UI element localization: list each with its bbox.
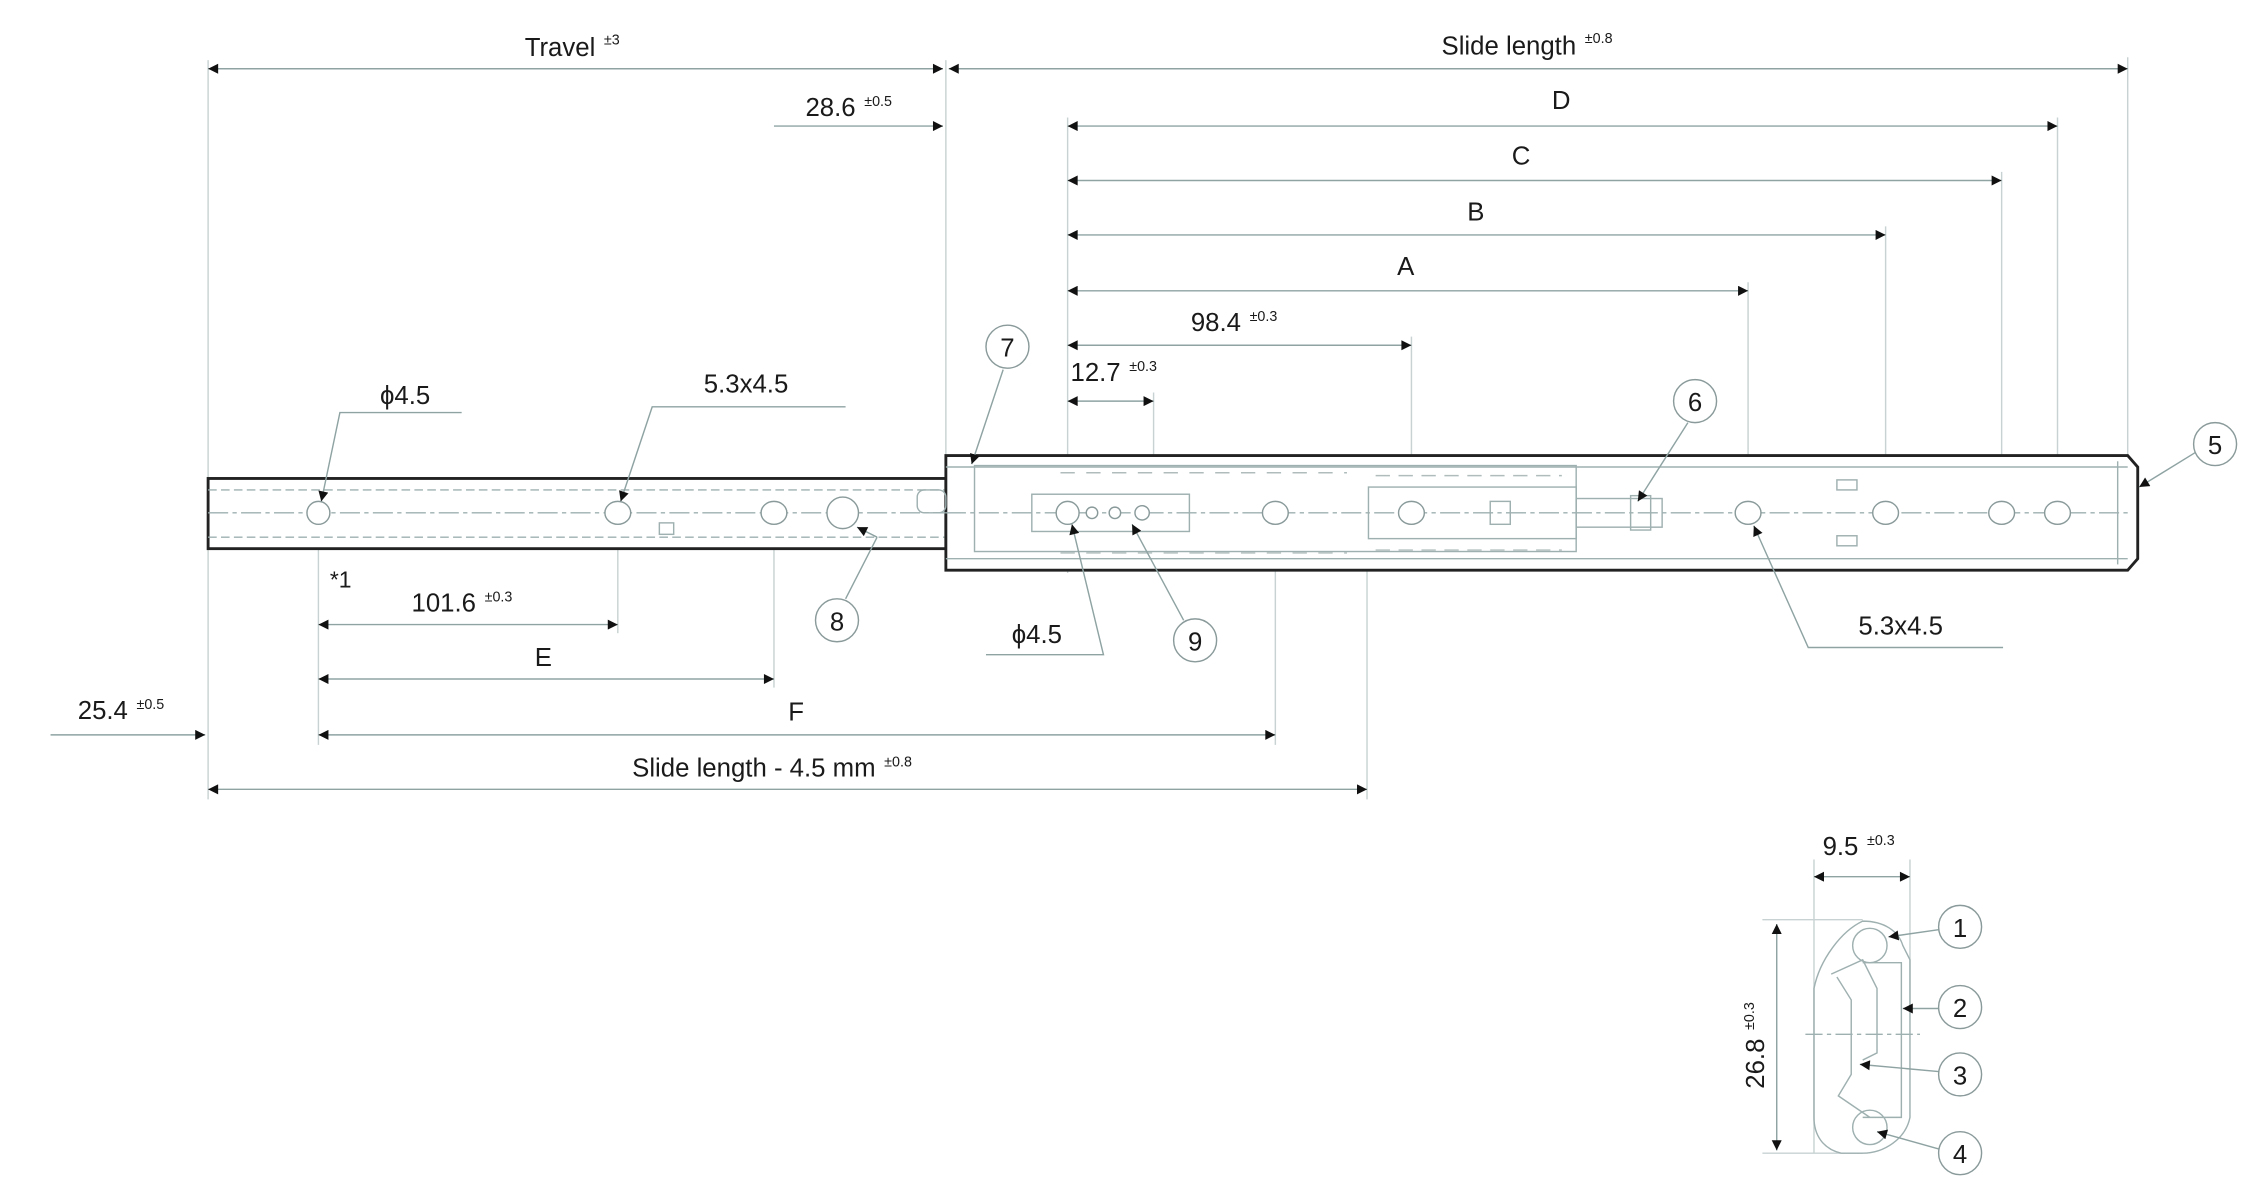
svg-text:25.4±0.5: 25.4±0.5 [78,697,165,725]
svg-text:A: A [1397,253,1415,281]
svg-text:98.4±0.3: 98.4±0.3 [1191,309,1278,337]
dim-slide-length-minus: Slide length - 4.5 mm±0.8 [208,754,1368,795]
dim-101-6: 101.6±0.3 [318,590,618,630]
note-slot-right: 5.3x4.5 [1753,525,2004,649]
svg-text:Slide length - 4.5 mm±0.8: Slide length - 4.5 mm±0.8 [632,754,912,782]
note-hole-dia-left: ϕ4.5 [318,382,462,502]
svg-text:12.7±0.3: 12.7±0.3 [1070,359,1157,387]
callout-9: 9 [1131,523,1218,663]
dim-12-7: 12.7±0.3 [1067,359,1157,407]
svg-text:28.6±0.5: 28.6±0.5 [805,94,892,122]
svg-text:9: 9 [1188,628,1202,656]
svg-text:E: E [535,644,552,672]
svg-text:3: 3 [1953,1062,1967,1090]
extension-lines [207,57,2129,800]
slide-side-view [206,454,2140,572]
svg-text:ϕ4.5: ϕ4.5 [380,382,430,410]
callout-2: 2 [1902,984,1983,1030]
footnote-marker: *1 [330,566,352,592]
callout-3: 3 [1859,1052,1983,1097]
dim-slide-length: Slide length±0.8 [948,31,2128,74]
svg-text:Slide length±0.8: Slide length±0.8 [1442,31,1613,60]
mounting-holes [306,496,2072,530]
svg-text:5.3x4.5: 5.3x4.5 [1858,613,1943,641]
svg-text:7: 7 [1000,335,1014,363]
svg-text:5: 5 [2208,432,2222,460]
callout-5: 5 [2138,421,2238,488]
dim-F: F [318,699,1276,740]
svg-text:B: B [1467,199,1484,227]
dim-C: C [1067,143,2002,186]
note-hole-dia-mid: ϕ4.5 [985,524,1105,656]
dim-D: D [1067,87,2058,132]
dim-width-9-5: 9.5±0.3 [1813,833,1910,882]
dim-travel: Travel±3 [208,32,944,74]
svg-text:8: 8 [830,608,844,636]
dim-E: E [318,644,774,685]
svg-text:4: 4 [1953,1141,1967,1169]
svg-text:26.8±0.3: 26.8±0.3 [1742,1002,1770,1089]
callout-7: 7 [970,324,1030,465]
svg-text:F: F [788,699,804,727]
dim-98-4: 98.4±0.3 [1067,309,1412,351]
svg-text:ϕ4.5: ϕ4.5 [1012,621,1062,649]
cross-section-view [1762,859,1920,1154]
svg-text:D: D [1552,87,1571,115]
note-slot-left: 5.3x4.5 [619,371,846,502]
dim-height-26-8: 26.8±0.3 [1742,923,1782,1151]
dim-B: B [1067,199,1886,240]
callout-4: 4 [1876,1129,1983,1176]
callout-1: 1 [1888,904,1983,950]
svg-text:6: 6 [1688,389,1702,417]
svg-text:1: 1 [1953,915,1967,943]
svg-text:5.3x4.5: 5.3x4.5 [704,371,789,399]
callout-8: 8 [814,526,878,643]
dim-25-4: 25.4±0.5 [50,697,206,740]
svg-text:Travel±3: Travel±3 [525,32,620,61]
svg-text:2: 2 [1953,995,1967,1023]
dim-A: A [1067,253,1749,296]
svg-text:9.5±0.3: 9.5±0.3 [1823,833,1895,861]
callout-6: 6 [1637,378,1718,502]
dim-28-6: 28.6±0.5 [773,94,944,132]
svg-text:101.6±0.3: 101.6±0.3 [412,590,513,618]
svg-text:C: C [1512,143,1531,171]
